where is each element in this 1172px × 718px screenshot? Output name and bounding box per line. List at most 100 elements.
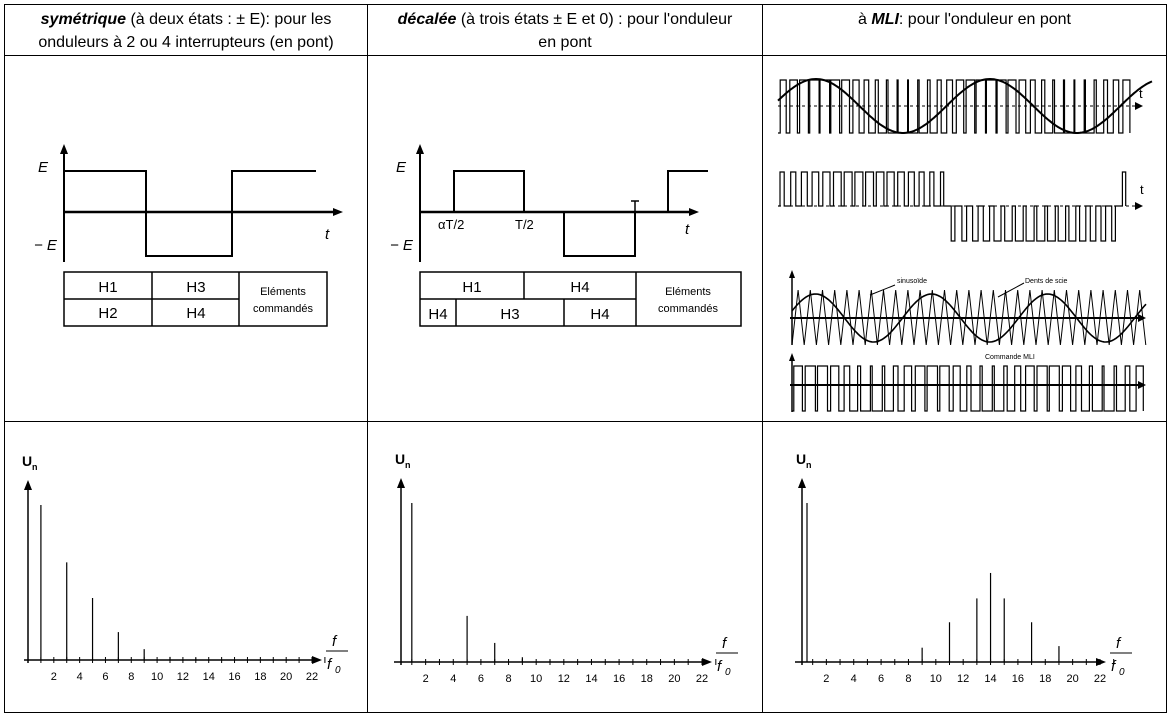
time-axis-arrow	[1135, 102, 1143, 110]
header-emphasis: symétrique	[40, 11, 127, 28]
time-axis-arrow	[1138, 314, 1146, 322]
x-axis-label-denominator: f	[717, 658, 723, 675]
label-t: t	[1140, 182, 1144, 197]
x-tick-label: 4	[851, 673, 857, 685]
x-tick-label: 16	[228, 671, 240, 683]
y-axis-label: U	[395, 451, 405, 467]
x-axis-label-denominator-subscript: 0	[335, 665, 341, 676]
y-axis-label-subscript: n	[806, 460, 812, 470]
x-tick-label: 22	[306, 671, 318, 683]
header-text-line2: en pont	[538, 34, 592, 51]
commandes-label: commandés	[658, 303, 718, 315]
mli-command-signal	[792, 365, 1144, 412]
square-wave	[64, 170, 316, 257]
x-axis-arrow	[1096, 658, 1106, 666]
dec-switch-h4: H4	[590, 306, 609, 323]
x-tick-label: 18	[641, 673, 653, 685]
y-axis-arrow	[798, 478, 806, 488]
x-tick-label: 14	[984, 673, 996, 685]
x-tick-label: 14	[585, 673, 597, 685]
reference-sinusoid	[777, 77, 1153, 134]
sym-switch-h2: H2	[98, 305, 117, 322]
x-axis-label-denominator-subscript: 0	[1119, 667, 1125, 678]
table-border-top	[4, 4, 1167, 5]
table-col-divider	[367, 4, 368, 713]
x-tick-label: 8	[128, 671, 134, 683]
pwm-bipolar-signal	[778, 79, 1131, 134]
x-axis-label-denominator-subscript: 0	[725, 667, 731, 678]
x-tick-label: 14	[203, 671, 215, 683]
x-tick-label: 8	[505, 673, 511, 685]
sym-switch-h4: H4	[186, 305, 205, 322]
sym-switch-h1: H1	[98, 279, 117, 296]
header-decalee: décalée (à trois états ± E et 0) : pour …	[368, 8, 762, 54]
x-tick-label: 12	[558, 673, 570, 685]
x-tick-label: 6	[102, 671, 108, 683]
label-e-pos: E	[38, 159, 49, 176]
modulating-sinusoid	[791, 293, 1147, 343]
label-t2: T/2	[515, 217, 534, 232]
x-axis-label-numerator: f	[1116, 635, 1122, 652]
x-axis-label-numerator: f	[332, 633, 338, 650]
x-axis-arrow	[702, 658, 712, 666]
x-tick-label: 22	[696, 673, 708, 685]
elements-label: Eléments	[260, 286, 306, 298]
pwm-unipolar-signal	[778, 171, 1127, 242]
label-e-pos: E	[396, 159, 407, 176]
table-border-left	[4, 4, 5, 713]
time-axis-arrow	[689, 208, 699, 216]
label-t: t	[685, 221, 690, 238]
y-axis-label: U	[796, 451, 806, 467]
time-axis-arrow	[1135, 202, 1143, 210]
y-axis-arrow	[60, 144, 68, 154]
x-tick-label: 6	[478, 673, 484, 685]
x-tick-label: 18	[254, 671, 266, 683]
label-leader	[869, 284, 896, 296]
header-emphasis: MLI	[871, 11, 899, 28]
x-tick-label: 10	[151, 671, 163, 683]
label-leader	[997, 282, 1025, 298]
y-axis-label: U	[22, 453, 32, 469]
label-e-neg: − E	[390, 237, 414, 254]
y-axis-label-subscript: n	[405, 460, 411, 470]
header-prefix: à	[858, 11, 872, 28]
dec-switch-h4: H4	[428, 306, 447, 323]
dec-switch-h1: H1	[462, 279, 481, 296]
x-tick-label: 2	[51, 671, 57, 683]
x-tick-label: 12	[177, 671, 189, 683]
x-tick-label: 20	[668, 673, 680, 685]
x-tick-label: 18	[1039, 673, 1051, 685]
x-axis-label-denominator: f	[327, 656, 333, 673]
y-axis-arrow	[416, 144, 424, 154]
header-mli: à MLI: pour l'onduleur en pont	[763, 8, 1166, 31]
x-tick-label: 22	[1094, 673, 1106, 685]
x-axis-arrow	[312, 656, 322, 664]
header-text: (à trois états ± E et 0) : pour l'ondule…	[456, 11, 733, 28]
table-col-divider	[762, 4, 763, 713]
table-border-bottom	[4, 712, 1167, 713]
x-tick-label: 10	[930, 673, 942, 685]
x-tick-label: 10	[530, 673, 542, 685]
y-axis-arrow	[24, 480, 32, 490]
sym-switch-h3: H3	[186, 279, 205, 296]
x-tick-label: 12	[957, 673, 969, 685]
x-tick-label: 2	[823, 673, 829, 685]
y-axis-arrow	[789, 353, 795, 361]
header-emphasis: décalée	[397, 11, 457, 28]
dec-switch-h4: H4	[570, 279, 589, 296]
x-tick-label: 16	[613, 673, 625, 685]
table-border-right	[1166, 4, 1167, 713]
label-commande-mli: Commande MLI	[985, 354, 1035, 361]
elements-label: Eléments	[665, 286, 711, 298]
y-axis-label-subscript: n	[32, 462, 38, 472]
header-text-line2: onduleurs à 2 ou 4 interrupteurs (en pon…	[38, 34, 334, 51]
label-t: t	[1139, 86, 1143, 101]
table-row-divider	[4, 55, 1167, 56]
header-symetrique: symétrique (à deux états : ± E): pour le…	[5, 8, 367, 54]
table-row-divider	[4, 421, 1167, 422]
x-tick-label: 8	[905, 673, 911, 685]
x-tick-label: 20	[280, 671, 292, 683]
